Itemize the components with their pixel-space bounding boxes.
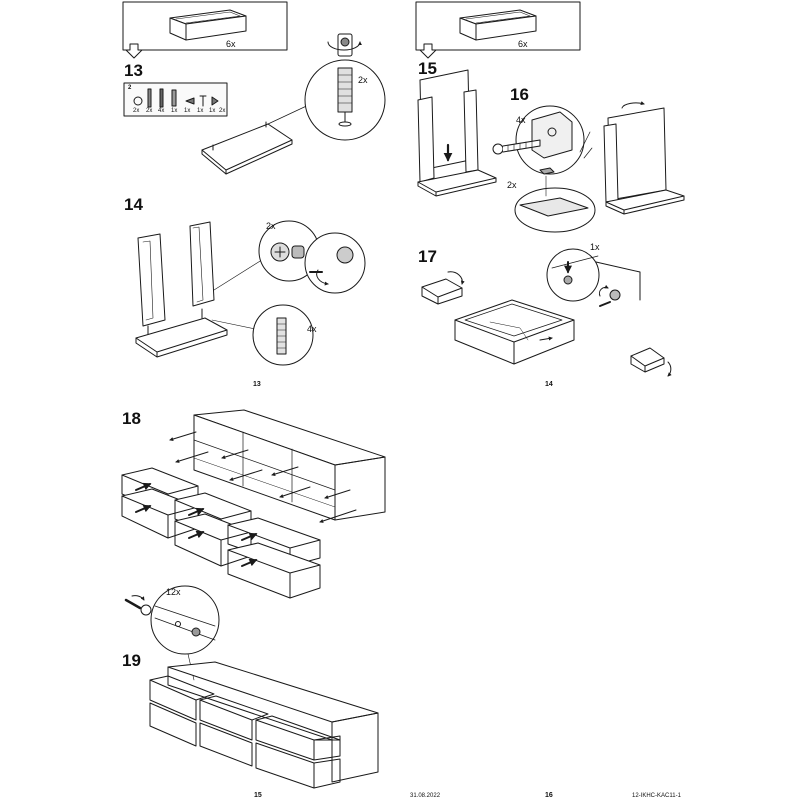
- step-number-17: 17: [418, 247, 437, 266]
- drawer-runner-arrows: [169, 431, 357, 523]
- step19-screwdriver: [124, 595, 152, 616]
- step17-drawer: [454, 299, 575, 365]
- step-number-19: 19: [122, 651, 141, 670]
- down-arrow-icon: [419, 43, 437, 59]
- part-code: 1x: [171, 108, 178, 114]
- drawer: [121, 488, 199, 539]
- part-code: 1x: [197, 108, 204, 114]
- bolt-quantity: 4x: [516, 115, 526, 125]
- screwdriver-detail: [595, 261, 641, 307]
- drawer: [149, 675, 215, 721]
- part-code: 2x: [219, 108, 226, 114]
- step13-panel: [201, 94, 331, 175]
- part-code: 4x: [158, 108, 165, 114]
- drawer: [199, 695, 269, 741]
- part-code: 1x: [184, 108, 191, 114]
- dowel-with-arrow: [327, 33, 362, 57]
- drawer-reference-box-left: [122, 1, 288, 51]
- screw-quantity: 1x: [590, 242, 600, 252]
- step-number-13: 13: [124, 61, 143, 80]
- drawer-quantity-left: 6x: [226, 39, 236, 49]
- flip-drawer-icon-2: [630, 347, 672, 377]
- footer-code: 12-IKHC-KAC11-1: [632, 793, 681, 799]
- step19-magnifier: [150, 585, 220, 681]
- page-number-left: 15: [254, 792, 262, 799]
- step19-cabinet: [149, 661, 379, 789]
- footer-date: 31.08.2022: [410, 793, 441, 799]
- drawer: [199, 722, 253, 767]
- down-arrow-icon: [125, 43, 143, 59]
- parts-panel-label: 2: [128, 85, 132, 91]
- cam-rotate-magnifier: [304, 232, 366, 294]
- drawer: [227, 542, 321, 599]
- cam-quantity: 2x: [266, 221, 276, 231]
- clip-quantity: 2x: [507, 180, 517, 190]
- drawer: [255, 742, 341, 789]
- step16-frame: [579, 101, 685, 215]
- sub-page-number-left: 13: [253, 381, 261, 388]
- step-number-15: 15: [418, 59, 437, 78]
- parts-panel: [123, 82, 228, 117]
- screw-magnifier: [546, 248, 600, 302]
- step18-cabinet: [193, 409, 386, 521]
- drawer-icon: [459, 9, 537, 41]
- step14-assembly: [135, 221, 266, 358]
- step13-magnifier: [304, 59, 386, 141]
- step15-assembly: [417, 69, 497, 197]
- part-code: 1x: [209, 108, 216, 114]
- clip-magnifier: [514, 167, 596, 233]
- sub-page-number-right: 14: [545, 381, 553, 388]
- part-code: 2x: [146, 108, 153, 114]
- step-number-14: 14: [124, 195, 143, 214]
- bolt: [492, 139, 541, 155]
- cam-lock-magnifier: [258, 220, 320, 282]
- drawer-reference-box-right: [415, 1, 581, 51]
- drawer: [255, 715, 341, 761]
- drawer-icon: [169, 9, 247, 41]
- dowel-magnifier: [252, 304, 314, 366]
- drawer-quantity-right: 6x: [518, 39, 528, 49]
- page-number-right: 16: [545, 792, 553, 799]
- flip-drawer-icon: [421, 271, 465, 305]
- drawers-set: [121, 467, 321, 599]
- step-number-18: 18: [122, 409, 141, 428]
- step-number-16: 16: [510, 85, 529, 104]
- screw-quantity-19: 12x: [166, 587, 181, 597]
- dowel-quantity-14: 4x: [307, 324, 317, 334]
- step16-bolt-magnifier: [515, 105, 585, 175]
- part-code: 2x: [133, 108, 140, 114]
- drawer: [149, 702, 197, 747]
- dowel-quantity: 2x: [358, 75, 368, 85]
